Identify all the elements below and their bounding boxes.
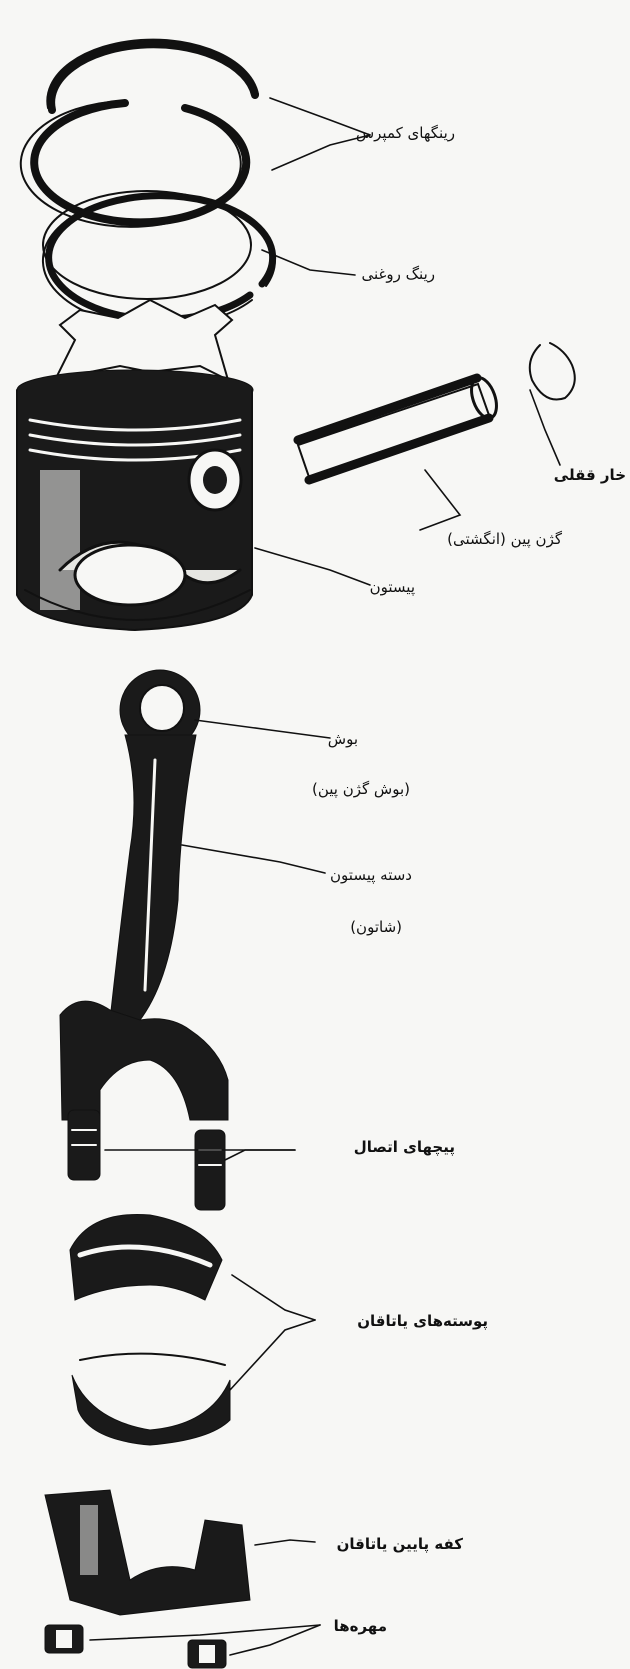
compression-ring-top xyxy=(47,40,258,110)
bearing-cap xyxy=(45,1490,250,1615)
compression-ring-second xyxy=(21,101,246,227)
piston xyxy=(17,300,253,630)
label-piston: پیستون xyxy=(370,578,415,596)
bolts xyxy=(68,1110,225,1210)
bearing-shell-upper xyxy=(70,1214,222,1300)
gudgeon-pin xyxy=(298,375,501,480)
nuts xyxy=(45,1625,226,1668)
label-nuts: مهره‌ها xyxy=(334,1617,387,1635)
label-bushing: بوش xyxy=(328,730,358,748)
label-oil-ring: رینگ روغنی xyxy=(362,265,436,283)
label-bushing-sub: (بوش گژن پین) xyxy=(312,780,410,798)
label-circlip: خار ققلی xyxy=(554,466,626,484)
label-connecting-rod: دسته پیستون xyxy=(330,866,412,884)
connecting-rod xyxy=(60,670,228,1120)
label-compression-rings: رینگهای کمپرس xyxy=(356,124,455,142)
label-bearing-cap: کفه پایین یاتاقان xyxy=(337,1535,463,1553)
label-bearing-shells: پوسته‌های یاتاقان xyxy=(357,1312,488,1330)
label-gudgeon-pin: گژن پین (انگشتی) xyxy=(447,530,562,548)
label-connecting-rod-sub: (شاتون) xyxy=(350,918,402,936)
circlip xyxy=(530,343,575,400)
label-bolts: پیچهای اتصال xyxy=(354,1138,455,1156)
bearing-shell-lower xyxy=(72,1354,230,1445)
